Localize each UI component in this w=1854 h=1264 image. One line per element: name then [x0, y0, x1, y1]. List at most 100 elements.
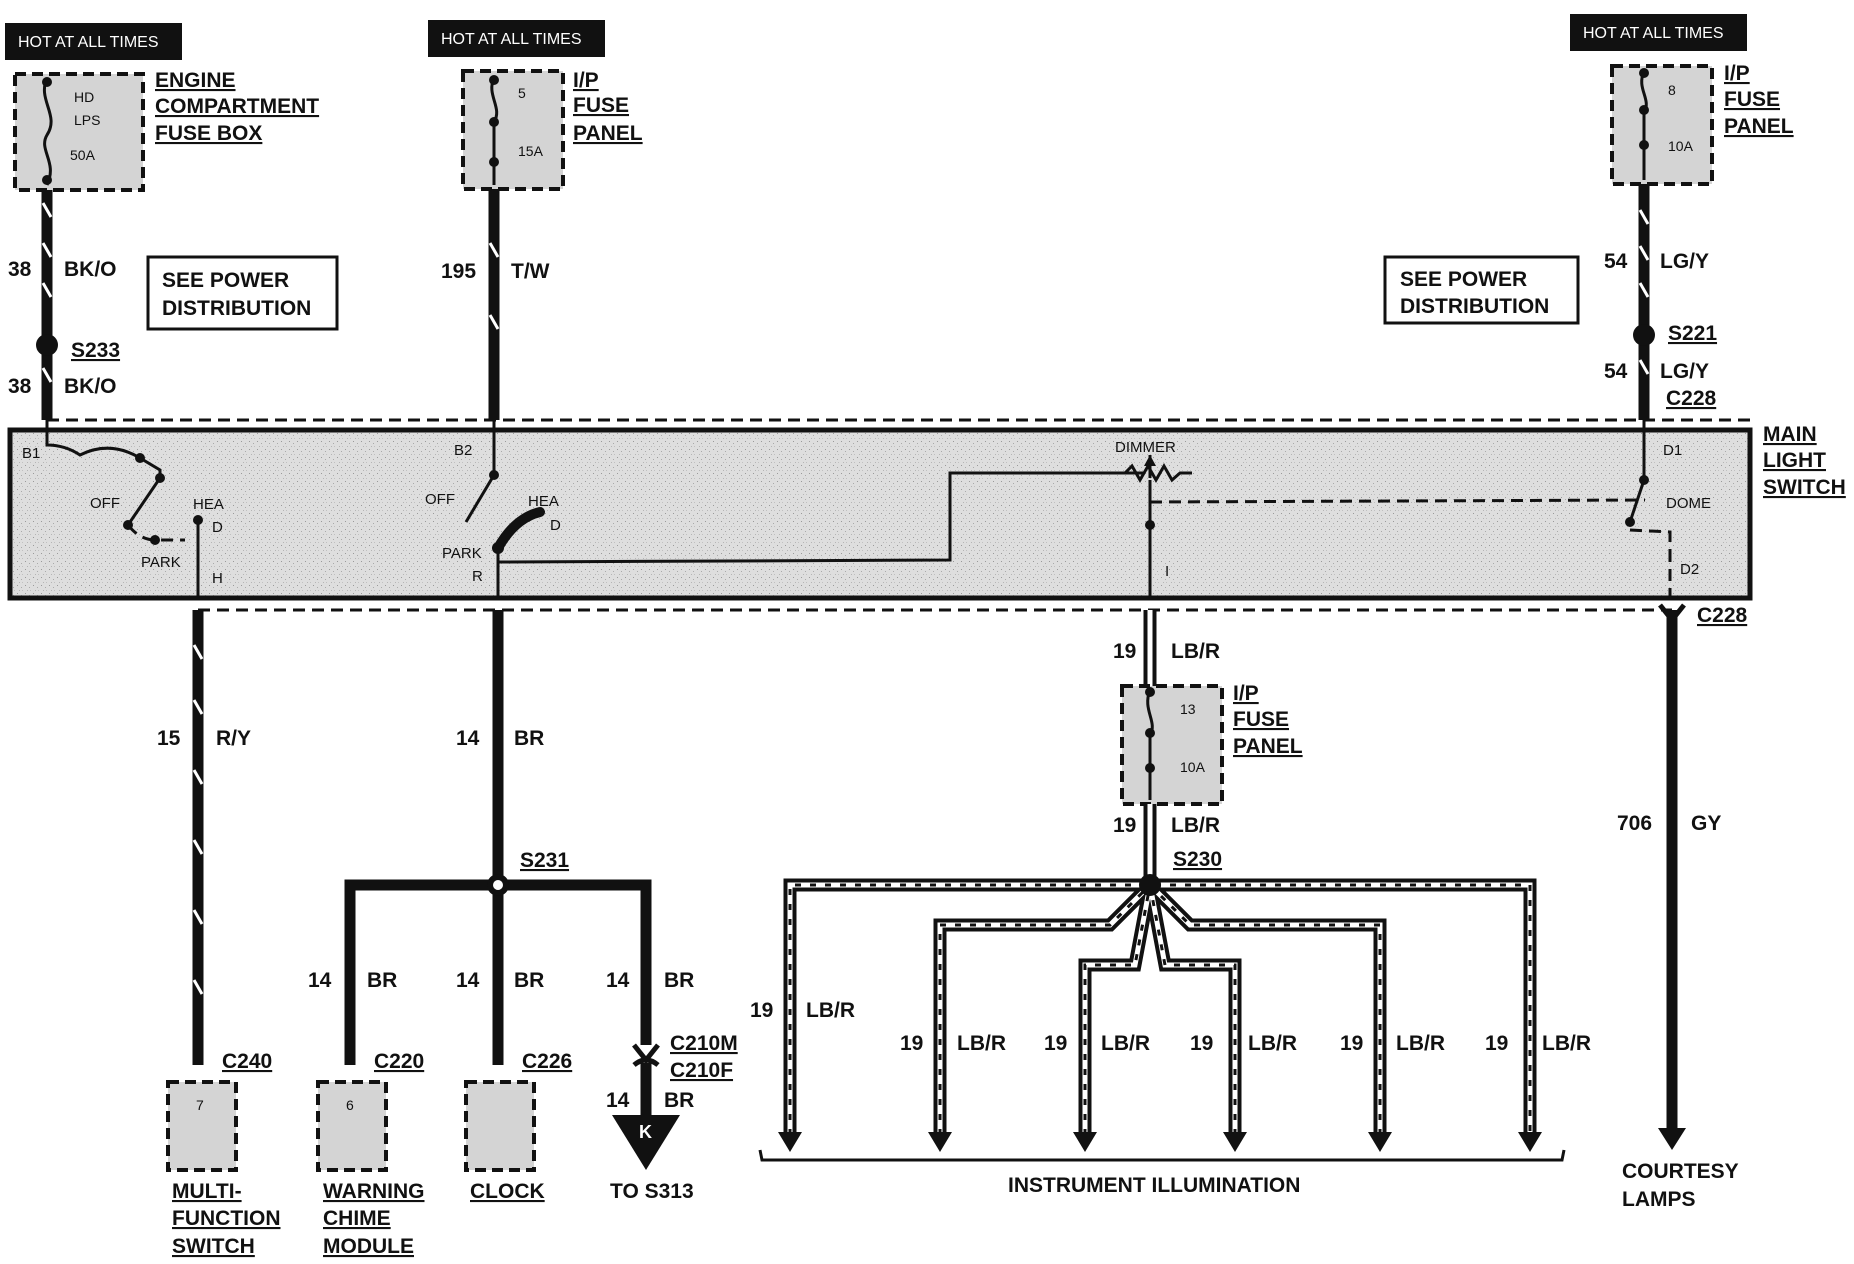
branch-1-num: 19	[750, 999, 773, 1022]
wcm-name-3: MODULE	[323, 1235, 414, 1258]
splice-s221-label: S221	[1668, 322, 1717, 345]
svg-text:HEA: HEA	[528, 493, 559, 510]
wire-706-color: GY	[1691, 812, 1721, 835]
ip8-title-1: I/P	[1724, 62, 1750, 85]
svg-text:5: 5	[518, 85, 526, 101]
wire-54-num: 54	[1604, 250, 1628, 273]
ip5-title-3: PANEL	[573, 122, 643, 145]
svg-text:10A: 10A	[1668, 138, 1694, 154]
svg-text:10A: 10A	[1180, 759, 1206, 775]
svg-text:B2: B2	[454, 442, 472, 459]
connector-c210m: C210M	[670, 1032, 738, 1055]
wire-15-color: R/Y	[216, 727, 251, 750]
wire-14-num: 14	[456, 727, 480, 750]
headlamp-switch-section: B1 OFF HEA D PARK H	[22, 420, 224, 598]
svg-text:HOT AT ALL TIMES: HOT AT ALL TIMES	[441, 31, 582, 48]
mfs-name-1: MULTI-	[172, 1180, 242, 1203]
svg-text:B1: B1	[22, 445, 40, 462]
engine-fuse-title-3: FUSE BOX	[155, 122, 262, 145]
connector-c220: C220	[374, 1050, 424, 1073]
svg-text:D1: D1	[1663, 442, 1682, 459]
svg-text:D: D	[550, 517, 561, 534]
branch-6-color: LB/R	[1542, 1032, 1591, 1055]
wire-19a-color: LB/R	[1171, 640, 1220, 663]
svg-text:13: 13	[1180, 701, 1196, 717]
courtesy-lamps-1: COURTESY	[1622, 1160, 1739, 1183]
wire-14r-color: BR	[664, 969, 694, 992]
see-power-box-right: SEE POWER DISTRIBUTION	[1383, 255, 1580, 325]
courtesy-lamps-2: LAMPS	[1622, 1188, 1696, 1211]
wire-15-num: 15	[157, 727, 181, 750]
clock	[464, 1080, 536, 1172]
engine-fuse: HD LPS 50A	[13, 72, 145, 192]
svg-text:LPS: LPS	[74, 112, 100, 128]
svg-text:7: 7	[196, 1097, 204, 1113]
connector-c210f: C210F	[670, 1059, 733, 1082]
connector-k-triangle	[612, 1115, 680, 1170]
splice-s230	[1139, 874, 1161, 896]
branch-5-color: LB/R	[1396, 1032, 1445, 1055]
see-power-box-left: SEE POWER DISTRIBUTION	[146, 255, 339, 331]
ip8-title-2: FUSE	[1724, 88, 1780, 111]
wire-706-num: 706	[1617, 812, 1652, 835]
warning-chime-module: 6	[316, 1080, 388, 1172]
svg-text:OFF: OFF	[425, 491, 455, 508]
wire-14-color: BR	[514, 727, 544, 750]
wire-38b-num: 38	[8, 375, 32, 398]
instrument-illumination-branches	[778, 878, 1542, 1152]
svg-text:SEE POWER: SEE POWER	[1400, 268, 1527, 291]
wire-19a-num: 19	[1113, 640, 1136, 663]
svg-text:HD: HD	[74, 89, 94, 105]
ip13-title-3: PANEL	[1233, 735, 1303, 758]
svg-text:HOT AT ALL TIMES: HOT AT ALL TIMES	[18, 34, 159, 51]
wire-14k-num: 14	[606, 1089, 630, 1112]
main-light-switch-title-3: SWITCH	[1763, 476, 1846, 499]
wire-19b-num: 19	[1113, 814, 1136, 837]
svg-text:DOME: DOME	[1666, 495, 1711, 512]
wcm-name-1: WARNING	[323, 1180, 425, 1203]
branch-4-num: 19	[1190, 1032, 1213, 1055]
clock-name: CLOCK	[470, 1180, 545, 1203]
svg-text:OFF: OFF	[90, 495, 120, 512]
branch-3-num: 19	[1044, 1032, 1067, 1055]
wire-14m-num: 14	[456, 969, 480, 992]
branch-4-color: LB/R	[1248, 1032, 1297, 1055]
svg-text:8: 8	[1668, 82, 1676, 98]
ip5-title-1: I/P	[573, 69, 599, 92]
instrument-bracket	[758, 1149, 1566, 1162]
courtesy-arrow	[1658, 1128, 1686, 1150]
branch-3-color: LB/R	[1101, 1032, 1150, 1055]
hot-label-1: HOT AT ALL TIMES	[5, 23, 182, 60]
svg-text:R: R	[472, 568, 483, 585]
connector-c228-bottom: C228	[1697, 604, 1748, 627]
to-s313: TO S313	[610, 1180, 694, 1203]
svg-text:DIMMER: DIMMER	[1115, 439, 1176, 456]
svg-text:D: D	[212, 519, 223, 536]
wire-14l-color: BR	[367, 969, 397, 992]
branch-5-num: 19	[1340, 1032, 1363, 1055]
svg-text:15A: 15A	[518, 143, 544, 159]
connector-k-letter: K	[639, 1122, 652, 1142]
svg-text:I: I	[1165, 563, 1169, 580]
wire-54-color: LG/Y	[1660, 250, 1709, 273]
svg-text:D2: D2	[1680, 561, 1699, 578]
wire-14m-color: BR	[514, 969, 544, 992]
dimmer-section: DIMMER I	[1115, 439, 1646, 598]
ip13-title-2: FUSE	[1233, 708, 1289, 731]
instrument-illumination-label: INSTRUMENT ILLUMINATION	[1008, 1174, 1300, 1197]
svg-text:DISTRIBUTION: DISTRIBUTION	[1400, 295, 1549, 318]
splice-s231-label: S231	[520, 849, 569, 872]
branch-6-num: 19	[1485, 1032, 1508, 1055]
wire-19b-color: LB/R	[1171, 814, 1220, 837]
svg-text:HOT AT ALL TIMES: HOT AT ALL TIMES	[1583, 25, 1724, 42]
dome-switch-section: D1 DOME D2	[1625, 420, 1711, 598]
ip-fuse-8: 8 10A	[1610, 64, 1714, 186]
wire-38b-color: BK/O	[64, 375, 117, 398]
engine-fuse-title-2: COMPARTMENT	[155, 95, 319, 118]
ip-fuse-13: 13 10A	[1120, 684, 1224, 806]
multi-function-switch: 7	[166, 1080, 238, 1172]
wire-54b-color: LG/Y	[1660, 360, 1709, 383]
svg-text:50A: 50A	[70, 147, 96, 163]
hot-label-3: HOT AT ALL TIMES	[1570, 14, 1747, 51]
